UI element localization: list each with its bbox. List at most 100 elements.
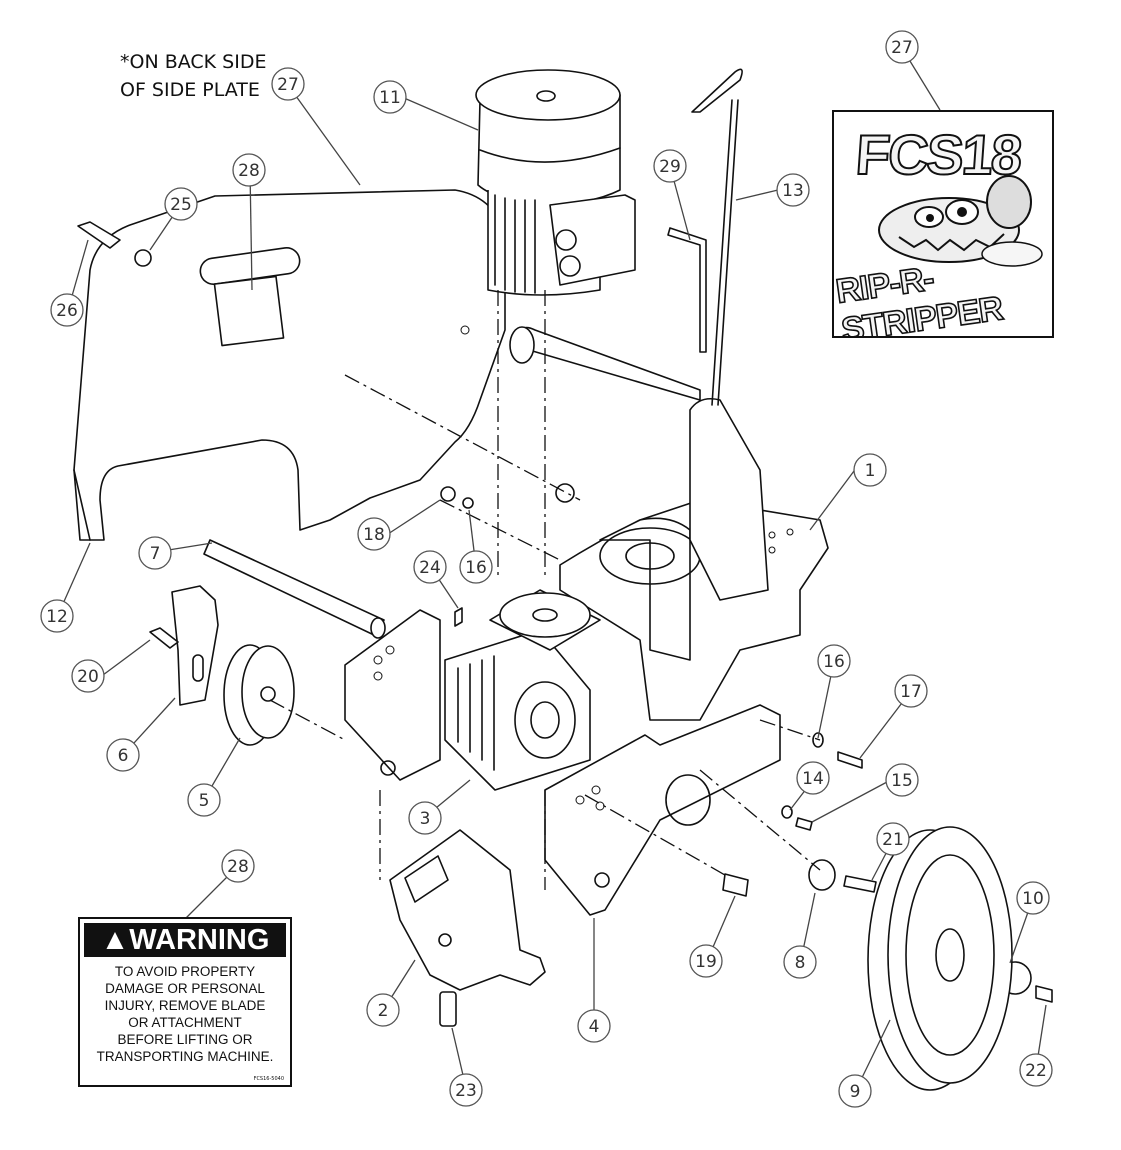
callout-29: 29 — [653, 149, 687, 183]
callout-5: 5 — [187, 783, 221, 817]
svg-text:5: 5 — [199, 791, 210, 811]
callout-8: 8 — [783, 945, 817, 979]
callout-3: 3 — [408, 801, 442, 835]
roller-wheel — [223, 644, 295, 746]
svg-text:11: 11 — [379, 88, 401, 108]
callout-7: 7 — [138, 536, 172, 570]
screw-24 — [454, 607, 463, 627]
svg-text:26: 26 — [56, 301, 78, 321]
main-frame — [509, 326, 829, 721]
svg-text:13: 13 — [782, 181, 804, 201]
note-line-1: *ON BACK SIDE — [120, 51, 266, 73]
screw-19 — [722, 873, 749, 897]
svg-text:4: 4 — [589, 1017, 600, 1037]
left-mount-plate — [344, 609, 441, 781]
svg-text:1: 1 — [865, 461, 876, 481]
warning-line: TO AVOID PROPERTY — [114, 964, 256, 979]
callout-27-plate: 27 — [271, 67, 305, 101]
screw-15 — [795, 817, 813, 831]
svg-text:29: 29 — [659, 157, 681, 177]
spacer-8 — [808, 859, 836, 891]
callout-28-warning: 28 — [221, 849, 255, 883]
callout-27-decal: 27 — [885, 30, 919, 64]
callout-12: 12 — [40, 599, 74, 633]
svg-text:18: 18 — [363, 525, 385, 545]
motor — [475, 69, 636, 296]
gearbox — [444, 589, 601, 791]
bolt-20 — [149, 627, 179, 649]
warning-line: BEFORE LIFTING OR — [117, 1032, 253, 1047]
svg-text:19: 19 — [695, 952, 717, 972]
svg-text:23: 23 — [455, 1081, 477, 1101]
t-handle-rod — [691, 68, 743, 406]
svg-text:20: 20 — [77, 667, 99, 687]
svg-text:24: 24 — [419, 558, 441, 578]
key-21 — [843, 875, 877, 893]
svg-text:27: 27 — [891, 38, 913, 58]
svg-text:28: 28 — [227, 857, 249, 877]
callout-2: 2 — [366, 993, 400, 1027]
fcs18-decal: FCS18 RIP-R-STRIPPER — [832, 110, 1054, 338]
callout-25: 25 — [164, 187, 198, 221]
callout-16-upper: 16 — [459, 550, 493, 584]
svg-text:22: 22 — [1025, 1061, 1047, 1081]
callout-26: 26 — [50, 293, 84, 327]
washer-14 — [781, 805, 793, 819]
callout-20: 20 — [71, 659, 105, 693]
callout-6: 6 — [106, 738, 140, 772]
bushing — [555, 483, 575, 503]
washer-16-upper — [462, 497, 474, 509]
svg-text:14: 14 — [802, 769, 824, 789]
hex-wrench — [667, 227, 707, 353]
handle-bracket — [389, 829, 546, 991]
warning-code: FCS16-5040 — [253, 1076, 284, 1082]
bolt-17 — [837, 751, 863, 769]
warning-heading: ▲WARNING — [84, 923, 286, 957]
callout-17: 17 — [894, 674, 928, 708]
label-plate-28 — [213, 275, 285, 347]
svg-text:6: 6 — [118, 746, 129, 766]
callout-23: 23 — [449, 1073, 483, 1107]
svg-text:25: 25 — [170, 195, 192, 215]
warning-line: DAMAGE OR PERSONAL — [105, 981, 265, 996]
warning-line: INJURY, REMOVE BLADE — [104, 998, 266, 1013]
callout-18: 18 — [357, 517, 391, 551]
warning-line: TRANSPORTING MACHINE. — [96, 1049, 274, 1064]
svg-text:2: 2 — [378, 1001, 389, 1021]
callout-22: 22 — [1019, 1053, 1053, 1087]
screw-22 — [1035, 985, 1053, 1003]
decal-artwork — [878, 175, 1043, 267]
large-wheel — [867, 826, 1013, 1091]
warning-line: OR ATTACHMENT — [128, 1015, 242, 1030]
callout-10: 10 — [1016, 881, 1050, 915]
warning-body: TO AVOID PROPERTY DAMAGE OR PERSONAL INJ… — [80, 963, 290, 1065]
svg-text:27: 27 — [277, 75, 299, 95]
bracket — [171, 585, 219, 706]
right-mount-plate — [544, 704, 781, 916]
svg-text:8: 8 — [795, 953, 806, 973]
callout-28-plate: 28 — [232, 153, 266, 187]
callout-16-lower: 16 — [817, 644, 851, 678]
warning-triangle-icon: ▲ — [100, 924, 130, 956]
callout-15: 15 — [885, 763, 919, 797]
washer-25 — [134, 249, 152, 267]
side-plate — [73, 189, 506, 541]
callout-19: 19 — [689, 944, 723, 978]
nut-18 — [440, 486, 456, 502]
callout-11: 11 — [373, 80, 407, 114]
svg-text:12: 12 — [46, 607, 68, 627]
svg-text:17: 17 — [900, 682, 922, 702]
axle-rod — [203, 539, 386, 639]
callout-24: 24 — [413, 550, 447, 584]
note-line-2: OF SIDE PLATE — [120, 79, 260, 101]
callout-4: 4 — [577, 1009, 611, 1043]
svg-text:21: 21 — [882, 830, 904, 850]
callout-13: 13 — [776, 173, 810, 207]
bolt-26 — [77, 221, 121, 249]
screw-23 — [439, 991, 457, 1027]
warning-label: ▲WARNING TO AVOID PROPERTY DAMAGE OR PER… — [78, 917, 292, 1087]
svg-text:9: 9 — [850, 1082, 861, 1102]
callout-21: 21 — [876, 822, 910, 856]
callout-9: 9 — [838, 1074, 872, 1108]
